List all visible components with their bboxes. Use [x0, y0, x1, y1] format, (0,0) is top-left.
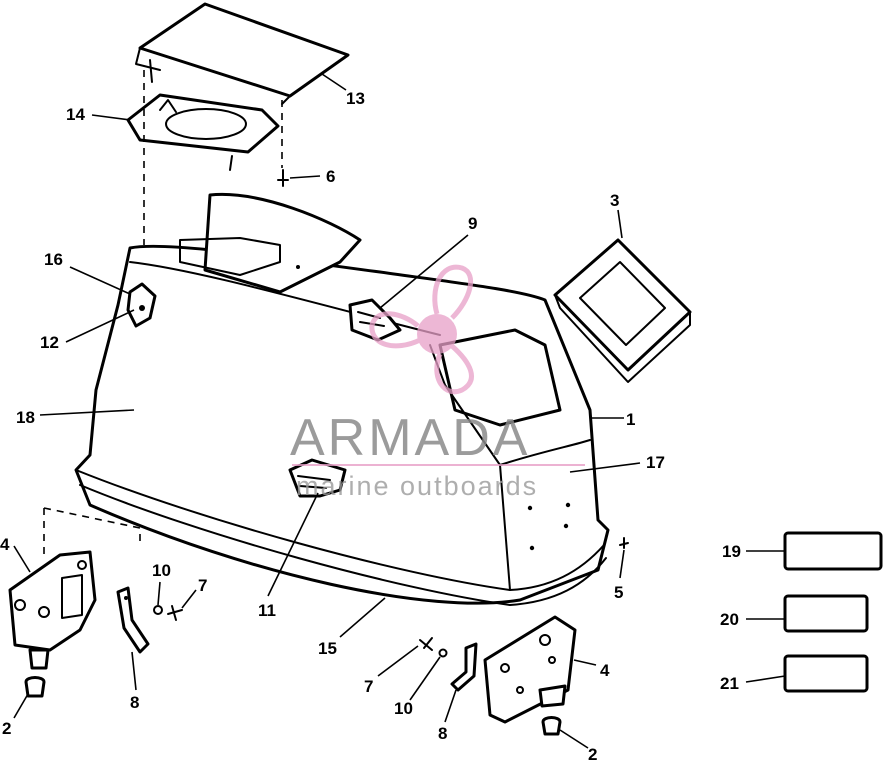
part-6-screw: [277, 169, 289, 187]
callout-1: 1: [626, 410, 635, 429]
callout-11: 11: [258, 601, 276, 620]
callout-17: 17: [646, 453, 665, 472]
callout-8-left: 8: [130, 693, 139, 712]
callout-18: 18: [16, 408, 35, 427]
callout-10-right: 10: [394, 699, 413, 718]
callout-12: 12: [40, 333, 59, 352]
part-10-right-washer: [438, 648, 448, 658]
part-4-right-bracket: [483, 615, 577, 724]
callout-10-left: 10: [152, 561, 171, 580]
callout-2-right: 2: [588, 745, 597, 761]
leader-lines: [13, 73, 786, 749]
callout-19: 19: [722, 542, 741, 561]
callout-14: 14: [66, 105, 85, 124]
part-8-left-clip: [116, 586, 150, 654]
callout-21: 21: [720, 674, 739, 693]
callout-8-right: 8: [438, 724, 447, 743]
part-3-trim-cover: [553, 238, 692, 383]
part-20-decal-box: [783, 594, 869, 633]
callout-7-left: 7: [198, 576, 207, 595]
part-2-left-grommet: [24, 676, 46, 698]
callout-labels: 13 14 6 9 3 16 12 18 1 17 11 15 5 4 2 8 …: [0, 89, 741, 761]
part-2-right-grommet: [541, 716, 562, 736]
part-7-right-screw: [419, 637, 433, 651]
watermark-brand: ARMADA: [290, 409, 530, 467]
part-21-decal-box: [783, 654, 869, 693]
part-13-top-cover: [135, 2, 350, 105]
callout-3: 3: [610, 191, 619, 210]
callout-2-left: 2: [2, 719, 11, 738]
callout-16: 16: [44, 250, 63, 269]
part-14-gasket-plate: [126, 93, 280, 171]
callout-9: 9: [468, 214, 477, 233]
part-8-right-clip: [450, 642, 478, 692]
part-10-left-washer: [153, 605, 163, 615]
callout-20: 20: [720, 610, 739, 629]
callout-5: 5: [614, 583, 623, 602]
assembly-line-cover: [143, 70, 283, 245]
callout-6: 6: [326, 167, 335, 186]
part-11-decal: [288, 458, 347, 498]
callout-13: 13: [346, 89, 365, 108]
watermark-tagline: marine outboards: [296, 471, 538, 501]
part-16-latch: [126, 282, 157, 328]
callout-15: 15: [318, 639, 337, 658]
part-5-screw: [619, 537, 629, 549]
part-4-left-bracket: [8, 550, 97, 670]
part-1-cowl-body: [74, 192, 610, 606]
watermark-logo: [369, 264, 474, 395]
part-19-decal-box: [783, 531, 883, 571]
part-7-left-screw: [167, 605, 183, 621]
callout-4-right: 4: [600, 661, 610, 680]
assembly-line-bracket: [43, 507, 141, 555]
callout-7-right: 7: [364, 677, 373, 696]
callout-4-left: 4: [0, 535, 10, 554]
